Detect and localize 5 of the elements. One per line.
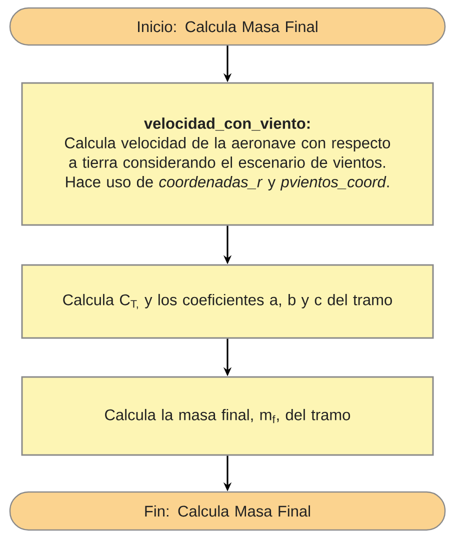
- terminal-box: Fin: Calcula Masa Final: [9, 491, 446, 531]
- process-box: Calcula C$_{T,}$ y los coeficientes a, b y c del tramo: [21, 264, 434, 339]
- process-box: velocidad_con_viento: Calcula velocidad de la aeronave con respecto a tierra considerando el escenario de vientos. Hace uso de coordenadas_r y pvientos_coord.: [21, 82, 434, 226]
- process-box: Calcula la masa final, m$_{f}$, del tramo: [21, 376, 434, 456]
- terminal-box: Inicio: Calcula Masa Final: [9, 7, 446, 46]
